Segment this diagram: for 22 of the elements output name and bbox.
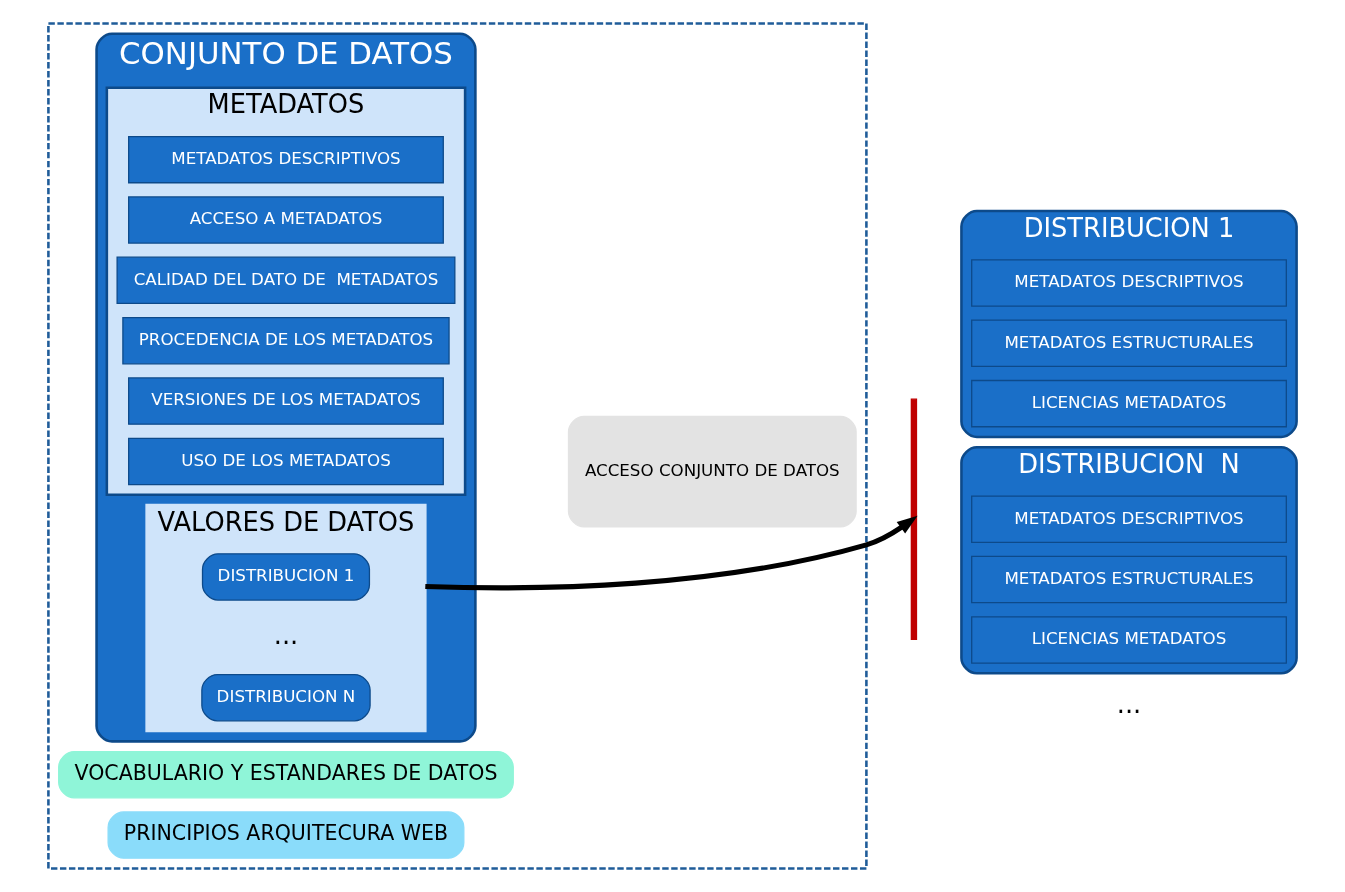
node-box: LICENCIAS METADATOS [971, 616, 1287, 664]
node-brace [910, 398, 918, 640]
node-box: USO DE LOS METADATOS [128, 437, 444, 486]
arrow [425, 515, 918, 591]
node-box: METADATOS DESCRIPTIVOS [971, 495, 1287, 543]
node-box: PRINCIPIOS ARQUITECURA WEB [107, 811, 465, 859]
node-box: CALIDAD DEL DATO DE METADATOS [116, 256, 456, 305]
node-box: METADATOS ESTRUCTURALES [971, 555, 1287, 604]
node-box: VERSIONES DE LOS METADATOS [128, 377, 444, 425]
node-box: METADATOS ESTRUCTURALES [971, 319, 1287, 367]
node-box: DISTRIBUCION 1 [201, 553, 371, 601]
label: ... [1116, 689, 1142, 720]
node-box: DISTRIBUCION N [201, 673, 371, 722]
label: ... [273, 619, 299, 650]
cluster [47, 22, 868, 870]
node-box: PROCEDENCIA DE LOS METADATOS [122, 316, 450, 365]
node-box: LICENCIAS METADATOS [971, 379, 1287, 428]
node-box: ACCESO A METADATOS [128, 196, 444, 244]
node-box: METADATOS DESCRIPTIVOS [128, 135, 444, 184]
node-box: VOCABULARIO Y ESTANDARES DE DATOS [58, 751, 514, 799]
node-box: METADATOS DESCRIPTIVOS [971, 259, 1287, 307]
node-box: ACCESO CONJUNTO DE DATOS [567, 415, 857, 528]
